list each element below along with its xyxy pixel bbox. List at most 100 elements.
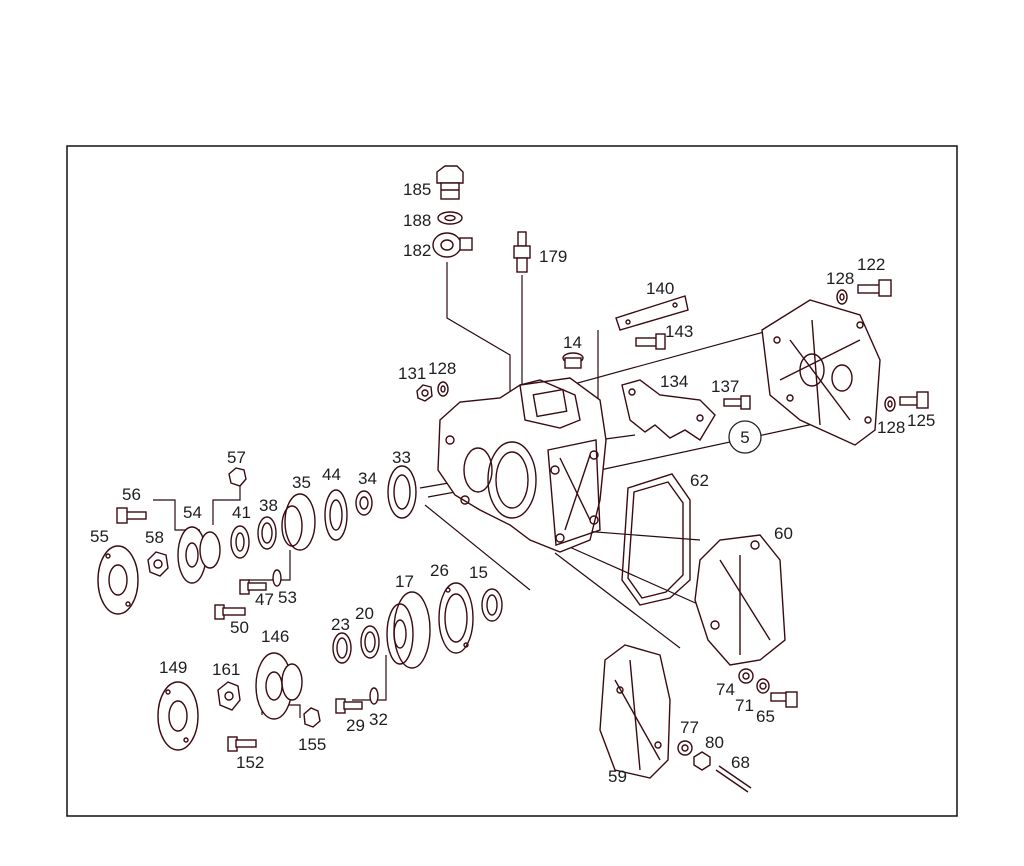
label-68: 68: [731, 753, 750, 772]
part-71: [756, 678, 770, 694]
part-137: [723, 395, 751, 410]
label-54: 54: [183, 503, 202, 522]
label-65: 65: [756, 707, 775, 726]
label-23: 23: [331, 615, 350, 634]
label-134: 134: [660, 372, 688, 391]
label-47: 47: [255, 590, 274, 609]
part-50: [214, 604, 246, 620]
part-179: [513, 231, 531, 273]
part-33: [387, 465, 417, 519]
part-60: [694, 534, 786, 666]
part-41: [230, 525, 250, 559]
part-80: [693, 751, 711, 771]
label-34: 34: [358, 469, 377, 488]
part-68: [715, 765, 752, 793]
label-74: 74: [716, 680, 735, 699]
part-128c: [884, 396, 896, 412]
label-53: 53: [278, 588, 297, 607]
label-146: 146: [261, 627, 289, 646]
label-20: 20: [355, 604, 374, 623]
label-128-a: 128: [428, 359, 456, 378]
label-26: 26: [430, 561, 449, 580]
part-152: [227, 736, 257, 752]
label-50: 50: [230, 618, 249, 637]
label-185: 185: [403, 180, 431, 199]
part-26: [438, 582, 474, 654]
label-143: 143: [665, 322, 693, 341]
label-128-c: 128: [877, 418, 905, 437]
label-152: 152: [236, 753, 264, 772]
part-38: [257, 516, 277, 550]
part-182: [432, 232, 473, 258]
label-140: 140: [646, 279, 674, 298]
label-35: 35: [292, 473, 311, 492]
part-34: [355, 490, 373, 516]
part-62: [621, 473, 691, 606]
part-29: [335, 698, 363, 714]
part-131: [416, 384, 433, 402]
part-128a: [437, 381, 449, 397]
part-20: [360, 625, 380, 659]
part-125: [899, 391, 929, 409]
part-14: [562, 352, 584, 369]
label-41: 41: [232, 503, 251, 522]
label-56: 56: [122, 485, 141, 504]
label-149: 149: [159, 658, 187, 677]
label-33: 33: [392, 448, 411, 467]
label-57: 57: [227, 448, 246, 467]
part-128b: [836, 289, 848, 305]
rear-cover: [761, 299, 881, 446]
part-44: [324, 489, 348, 541]
label-59: 59: [608, 767, 627, 786]
label-80: 80: [705, 733, 724, 752]
label-14: 14: [563, 333, 582, 352]
label-17: 17: [395, 572, 414, 591]
label-60: 60: [774, 524, 793, 543]
label-77: 77: [680, 718, 699, 737]
label-29: 29: [346, 716, 365, 735]
part-77: [677, 740, 693, 756]
part-122: [857, 279, 892, 297]
callout-5: 5: [728, 420, 762, 454]
label-137: 137: [711, 377, 739, 396]
part-17: [386, 591, 431, 669]
part-53: [272, 569, 282, 587]
part-59: [599, 644, 671, 779]
label-15: 15: [469, 563, 488, 582]
label-188: 188: [403, 211, 431, 230]
part-35: [281, 493, 316, 551]
part-134: [621, 379, 716, 441]
label-131: 131: [398, 364, 426, 383]
part-47: [239, 579, 267, 595]
part-57: [228, 467, 247, 487]
part-23: [332, 632, 352, 664]
part-143: [635, 333, 666, 350]
label-32: 32: [369, 710, 388, 729]
label-161: 161: [212, 660, 240, 679]
label-58: 58: [145, 528, 164, 547]
part-146: [255, 652, 303, 720]
part-56: [116, 507, 147, 524]
label-128-b: 128: [826, 269, 854, 288]
part-155: [303, 707, 321, 728]
label-71: 71: [735, 696, 754, 715]
part-185: [436, 165, 464, 200]
label-182: 182: [403, 241, 431, 260]
label-62: 62: [690, 471, 709, 490]
diagram-border: [66, 145, 958, 817]
label-38: 38: [259, 496, 278, 515]
part-32: [369, 687, 379, 705]
part-188: [437, 211, 463, 225]
part-74: [738, 668, 754, 684]
label-122: 122: [857, 255, 885, 274]
label-155: 155: [298, 735, 326, 754]
part-161: [217, 681, 241, 711]
part-65: [770, 691, 798, 708]
part-55: [97, 545, 139, 615]
transfer-case-housing: [437, 377, 607, 553]
label-44: 44: [322, 465, 341, 484]
label-125: 125: [907, 411, 935, 430]
part-58: [147, 551, 169, 577]
part-140: [615, 295, 689, 331]
